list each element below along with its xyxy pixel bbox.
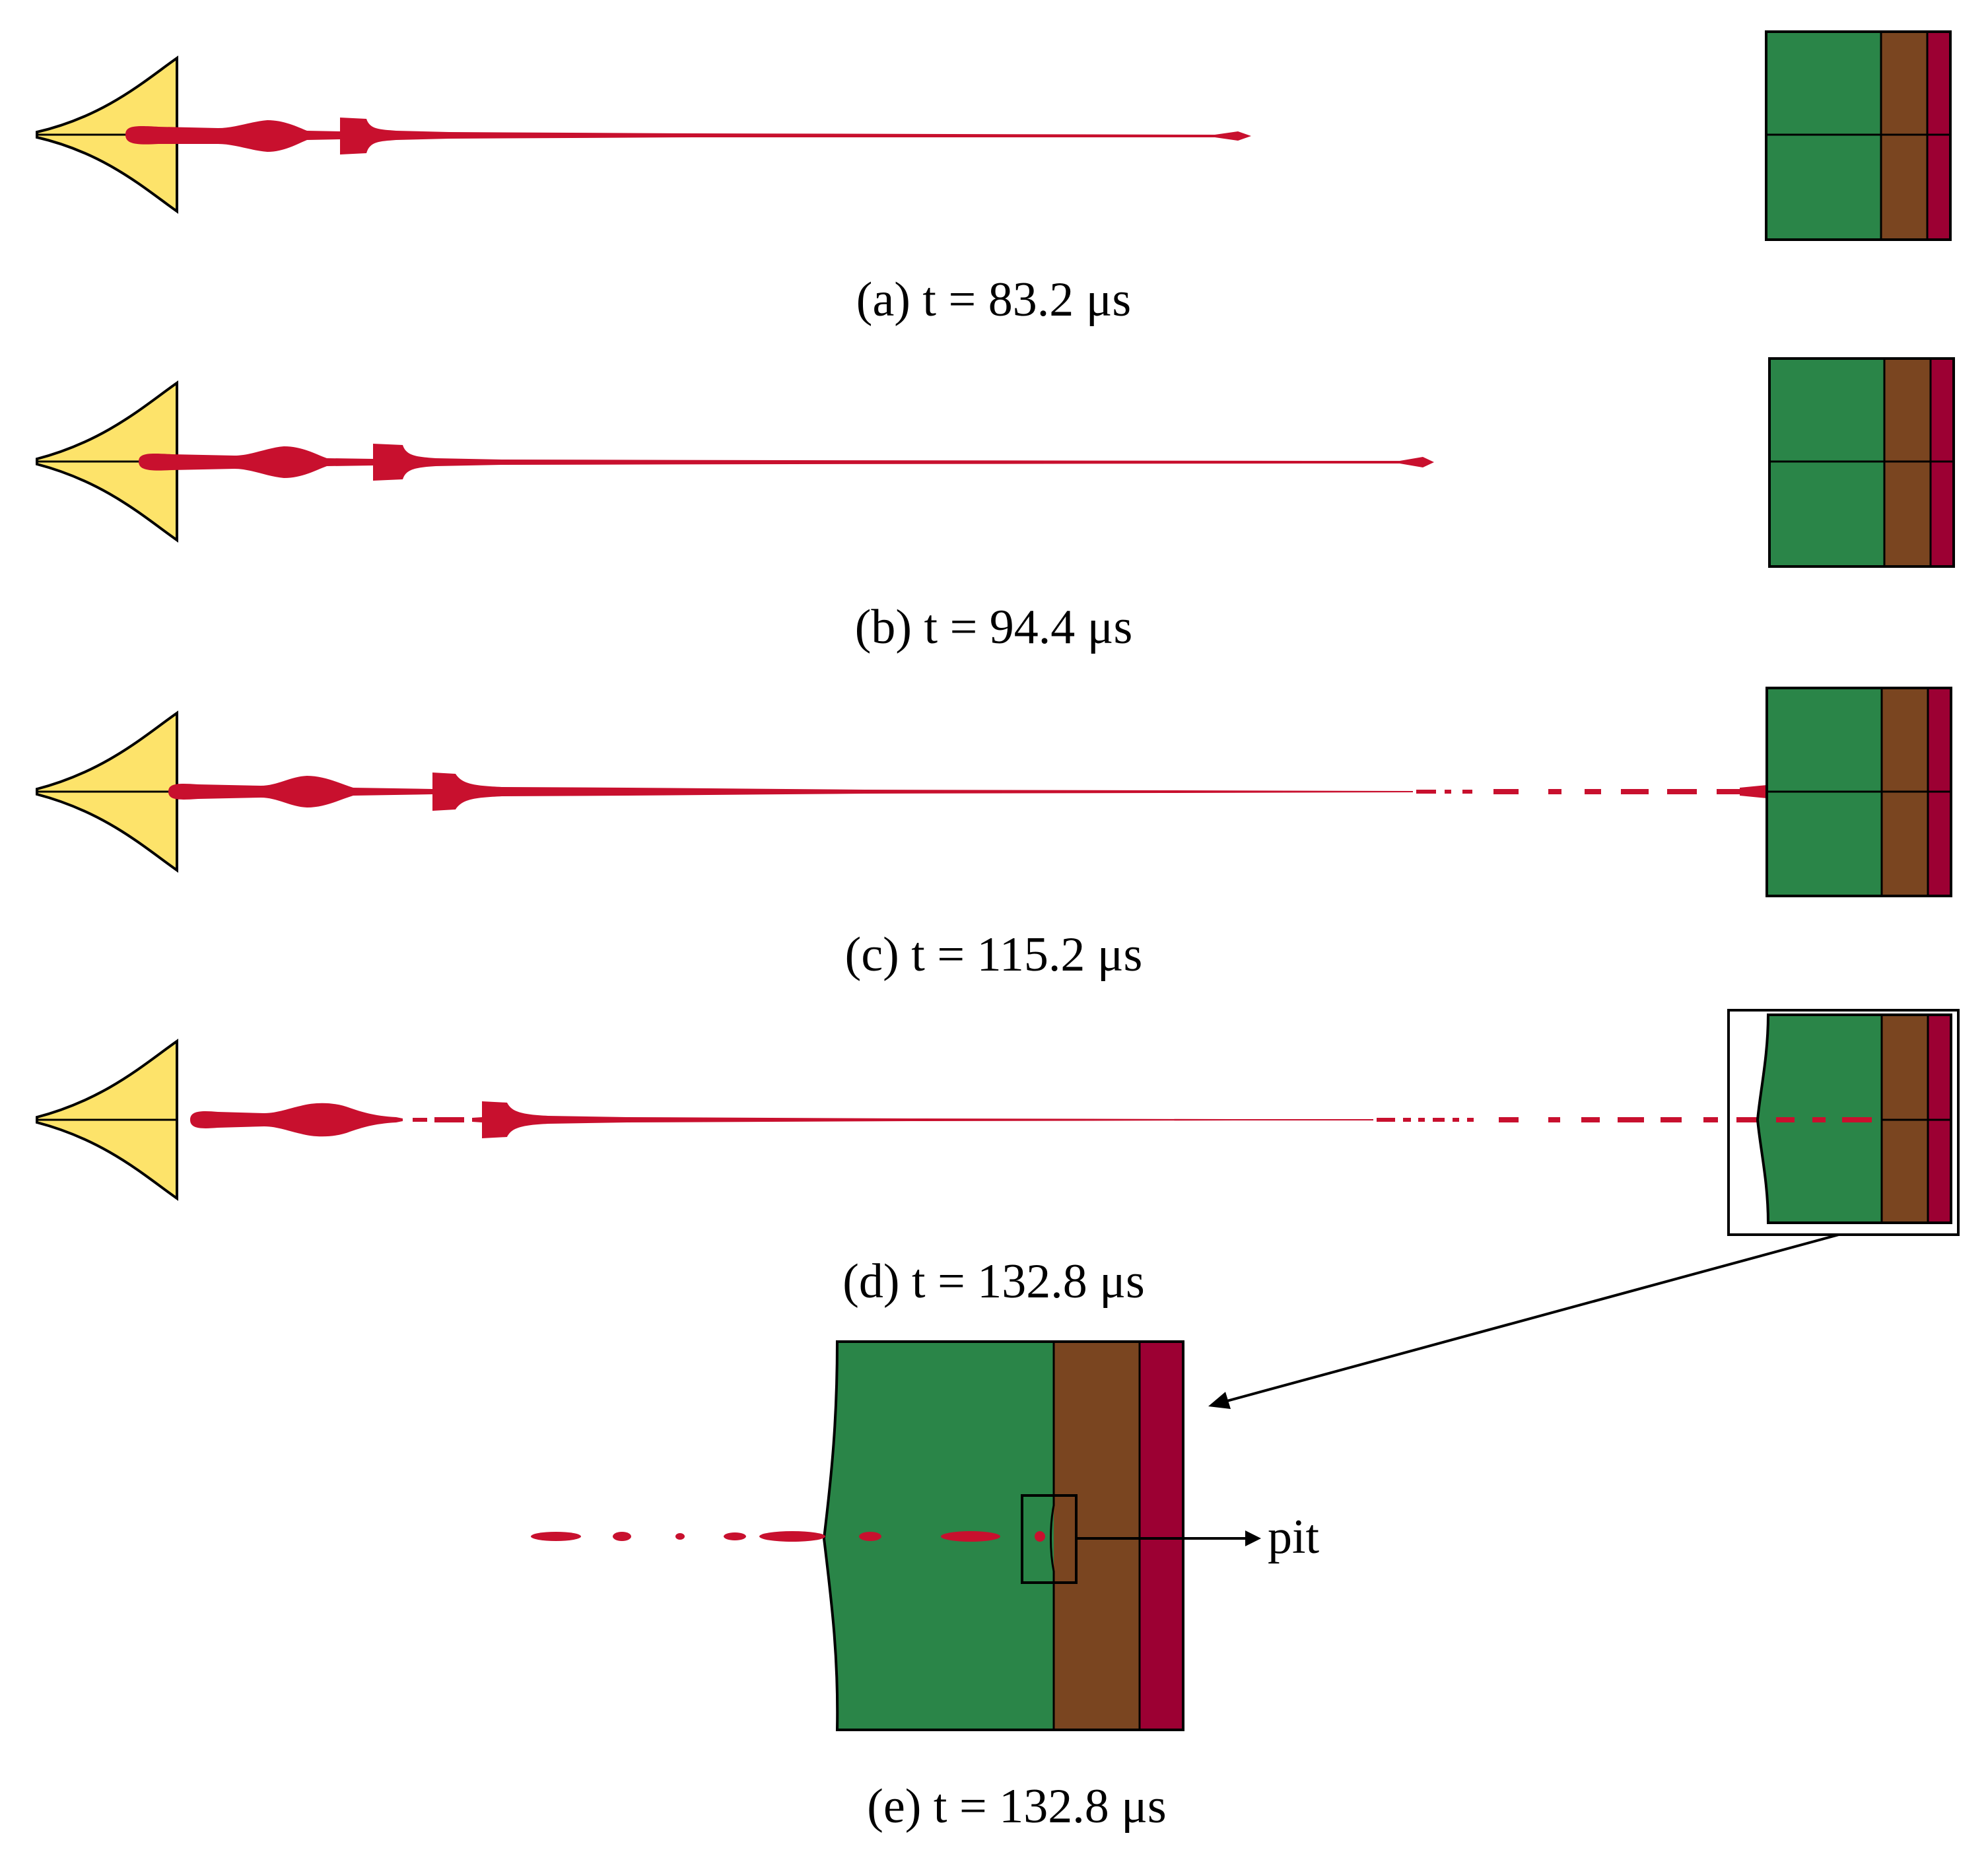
jet-fragment [1842,1117,1872,1122]
zoom-box [1727,1009,1960,1236]
jet-stream [168,772,1413,811]
jet-fragment [531,1532,581,1541]
caption-a: (a) t = 83.2 μs [856,273,1131,327]
jet-fragment [1453,1118,1459,1122]
jet-fragment [1581,1117,1600,1122]
target-block [1765,687,1952,897]
jet-fragments [1377,1117,1760,1122]
caption-e: (e) t = 132.8 μs [867,1779,1166,1834]
jet-stream [472,1101,1373,1138]
target-block [1765,30,1952,241]
panel-a: (a) t = 83.2 μs [36,30,1952,327]
target-block [1756,1013,1952,1224]
jet-fragment [1667,789,1697,794]
jet-fragment [613,1532,631,1541]
jet-fragment [1548,789,1561,794]
jet-fragment [859,1532,881,1541]
jet-fragments [413,1117,464,1122]
target-block [822,1340,1184,1731]
jet-fragment [724,1532,746,1540]
panel-b: (b) t = 94.4 μs [36,357,1955,654]
pit-arrow-head [1245,1530,1261,1546]
jet-fragment [1416,790,1436,794]
panel-e: pit (e) t = 132.8 μs [531,1340,1320,1834]
jet-fragments [1416,789,1740,794]
jet-fragment [675,1533,685,1540]
target-layer-middle [1054,1342,1140,1730]
zoom-arrow-shaft [1226,1233,1839,1402]
jet-tip [1740,785,1767,798]
target-outline [1756,1013,1952,1224]
jet-fragments [531,1531,1045,1542]
jet-fragment [1418,1118,1425,1122]
jet-fragment [1717,789,1740,794]
jet-fragment [1585,789,1601,794]
jet-fragment [1403,1118,1411,1122]
jet-fragment [759,1531,825,1542]
target-layer-divider [1050,1342,1055,1730]
jet-fragment [1548,1117,1560,1122]
target-layer-front [824,1342,1054,1730]
jet-fragment [1499,1117,1519,1122]
caption-d: (d) t = 132.8 μs [842,1254,1145,1309]
jet-stream [139,444,1434,481]
jet-fragment [1035,1531,1045,1542]
caption-c: (c) t = 115.2 μs [845,928,1143,982]
jet-fragment [1467,1118,1474,1122]
jet-fragment [1776,1117,1795,1122]
jet-fragment [434,1117,464,1122]
jet-fragment [1377,1118,1395,1122]
jet-fragment [1445,790,1451,794]
jet-fragment [1812,1117,1826,1122]
target-block [1768,357,1955,568]
jet-fragment [1618,1117,1644,1122]
jet-fragment [1736,1117,1760,1122]
target-outline [822,1340,1184,1731]
pit-label: pit [1268,1510,1320,1564]
zoom-arrow [1208,1233,1839,1409]
jet-fragment [413,1118,427,1122]
jet-fragment [941,1531,1000,1542]
jet-fragment [1621,789,1649,794]
jet-fragment [1493,789,1519,794]
jet-fragments-in-target [1776,1117,1872,1122]
jet-fragment [1433,1118,1445,1122]
target-layer-back [1140,1342,1183,1730]
panel-d: (d) t = 132.8 μs [36,1009,1960,1309]
jet-stream [125,118,1251,154]
jet-fragment [1661,1117,1682,1122]
jet-fragment [1462,790,1472,794]
panel-c: (c) t = 115.2 μs [36,687,1952,982]
zoom-arrow-head [1208,1392,1231,1409]
caption-b: (b) t = 94.4 μs [855,600,1133,654]
jet-fragment [1703,1117,1718,1122]
jet-stream [190,1103,403,1137]
